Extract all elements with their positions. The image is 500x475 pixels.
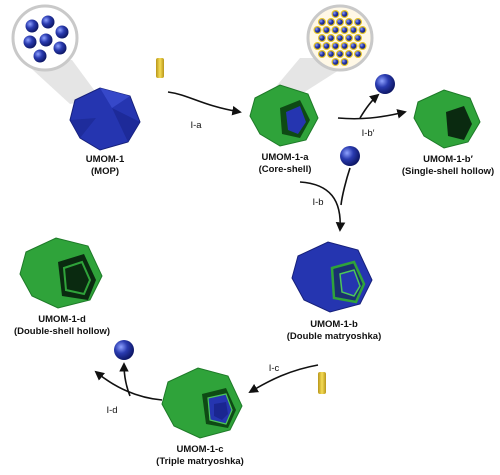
sphere-icon [56,26,69,39]
sphere-icon [42,16,55,29]
arrow-step-ia [168,92,240,112]
umom1-polyhedron-icon [70,88,140,150]
lattice-node [341,43,348,50]
sphere-icon [24,36,37,49]
lattice-node [359,43,366,50]
umom1a-sub: (Core-shell) [259,164,312,175]
lattice-node [314,43,321,50]
lattice-node [359,27,366,34]
lattice-node [323,43,330,50]
step-ia-label: I-a [190,120,202,131]
lattice-node [328,35,335,42]
umom1bp-polyhedron-icon [414,90,480,148]
linker-rod-icon [156,58,164,78]
lattice-node [328,51,335,58]
step-ibp-label: I-b′ [362,128,375,139]
lattice-node [332,43,339,50]
lattice-node [337,51,344,58]
umom1d-polyhedron-icon [20,238,102,308]
lattice-node [319,19,326,26]
step-ic-label: I-c [269,363,280,374]
lattice-node [350,27,357,34]
arrow-step-ic [250,365,318,392]
lattice-node [341,59,348,66]
umom1-sub: (MOP) [91,166,119,177]
umom1a-polyhedron-icon [250,85,318,146]
lattice-node [319,35,326,42]
umom1c-name: UMOM-1-c [177,444,224,455]
umom1-name: UMOM-1 [86,154,125,165]
lattice-grid [314,11,366,66]
step-ib-label: I-b [312,197,323,208]
sphere-icon [375,74,395,94]
sphere-icon [340,146,360,166]
lattice-node [337,35,344,42]
umom1d-name: UMOM-1-d [38,314,86,325]
umom1c-polyhedron-icon [162,368,242,438]
arrow-step-id [96,372,162,400]
umom1b-polyhedron-icon [292,242,372,312]
lattice-node [346,19,353,26]
umom1bp-name: UMOM-1-b′ [423,154,473,165]
sphere-icon [54,42,67,55]
umom1b-sub: (Double matryoshka) [287,331,382,342]
arrow-step-ibp [338,112,405,119]
lattice-node [323,27,330,34]
lattice-node [314,27,321,34]
lattice-node [355,19,362,26]
lattice-node [332,27,339,34]
lattice-node [319,51,326,58]
umom1bp-sub: (Single-shell hollow) [402,166,494,177]
arrow-sphere-in-ib [341,168,350,205]
sphere-icon [34,50,47,63]
sphere-icon [114,340,134,360]
lattice-node [332,11,339,18]
lattice-node [355,35,362,42]
zoom-callout-icon [13,6,100,104]
lattice-node [346,51,353,58]
linker-rod-icon [318,372,326,394]
lattice-node [355,51,362,58]
step-id-label: I-d [106,405,117,416]
sphere-icon [26,20,39,33]
umom1a-name: UMOM-1-a [262,152,310,163]
sphere-icon [40,34,53,47]
lattice-node [341,27,348,34]
umom1c-sub: (Triple matryoshka) [156,456,244,467]
lattice-node [350,43,357,50]
lattice-node [341,11,348,18]
umom1d-sub: (Double-shell hollow) [14,326,110,337]
lattice-node [328,19,335,26]
arrow-sphere-out-ibp [360,95,378,118]
umom1b-name: UMOM-1-b [310,319,358,330]
lattice-node [332,59,339,66]
lattice-node [337,19,344,26]
lattice-node [346,35,353,42]
